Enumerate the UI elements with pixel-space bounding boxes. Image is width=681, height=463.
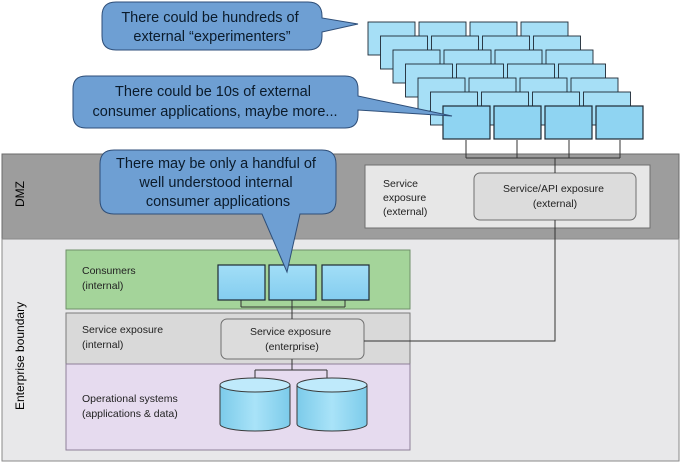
external-screen	[544, 105, 593, 140]
consumers-label: Consumers (internal)	[82, 265, 139, 292]
service-exposure-enterprise-box	[220, 318, 365, 360]
external-screen	[442, 105, 491, 140]
database-icon	[219, 377, 291, 432]
external-screen	[493, 105, 542, 140]
internal-app-screen	[321, 264, 370, 301]
external-to-enterprise-connector	[364, 220, 556, 342]
external-screen	[595, 105, 644, 140]
internal-app-screen	[268, 264, 317, 301]
callout-experimenters: There could be hundreds of external “exp…	[101, 1, 359, 51]
svg-text:There could be 10s of external: There could be 10s of external consumer …	[93, 84, 338, 120]
service-exposure-enterprise-text: Service exposure (enterprise)	[250, 326, 334, 353]
internal-consumer-connectors	[240, 300, 346, 319]
dmz-service-label: Service exposure (external)	[383, 178, 429, 218]
callout-external-apps: There could be 10s of external consumer …	[72, 75, 453, 129]
external-screens-grid	[367, 21, 644, 140]
service-exposure-label: Service exposure (internal)	[82, 324, 166, 351]
svg-text:There could be hundreds of: There could be hundreds of external “exp…	[121, 10, 302, 45]
service-api-exposure-text: Service/API exposure (external)	[503, 183, 607, 210]
external-app-connectors	[465, 140, 621, 173]
dmz-label: DMZ	[13, 181, 27, 207]
service-api-exposure-box	[473, 172, 637, 221]
internal-app-screen	[217, 264, 266, 301]
svg-text:There may be only a handful of: There may be only a handful of well unde…	[116, 156, 320, 210]
database-icon	[296, 377, 368, 432]
operational-systems-label: Operational systems (applications & data…	[82, 393, 181, 420]
callout-internal-apps: There may be only a handful of well unde…	[99, 149, 337, 274]
enterprise-label: Enterprise boundary	[13, 302, 27, 410]
